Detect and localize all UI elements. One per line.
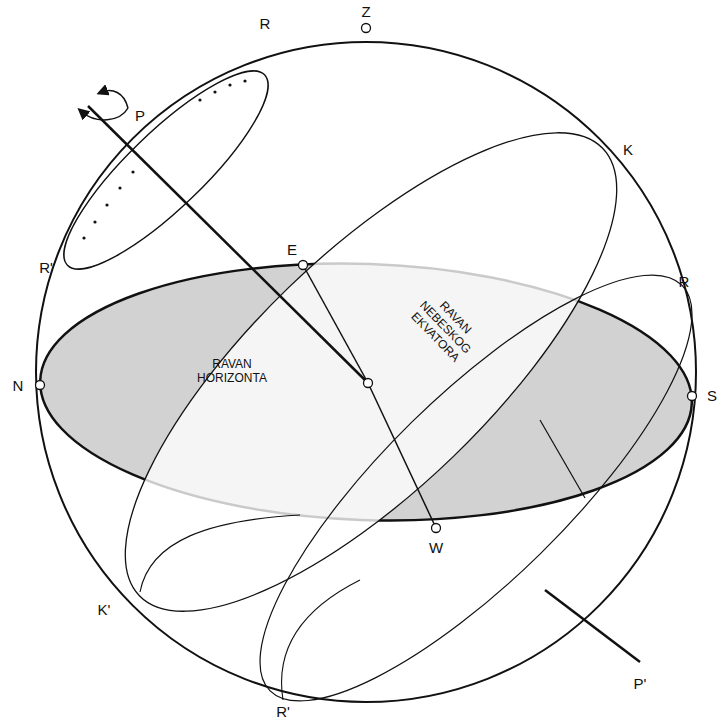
point-label: R — [260, 16, 271, 33]
south-label: S — [707, 388, 717, 405]
plane-label: RAVAN HORIZONTA — [187, 358, 277, 386]
point-label: R' — [39, 260, 53, 277]
pole-label: P' — [634, 676, 647, 693]
point-label: R — [679, 274, 690, 291]
point-label: K' — [98, 602, 111, 619]
point-label: K — [623, 142, 633, 159]
zenith-label: Z — [361, 4, 370, 21]
pole-label: P — [135, 108, 145, 125]
north-label: N — [13, 378, 24, 395]
west-label: W — [429, 540, 443, 557]
point-label: R' — [276, 704, 290, 721]
east-label: E — [287, 242, 297, 259]
